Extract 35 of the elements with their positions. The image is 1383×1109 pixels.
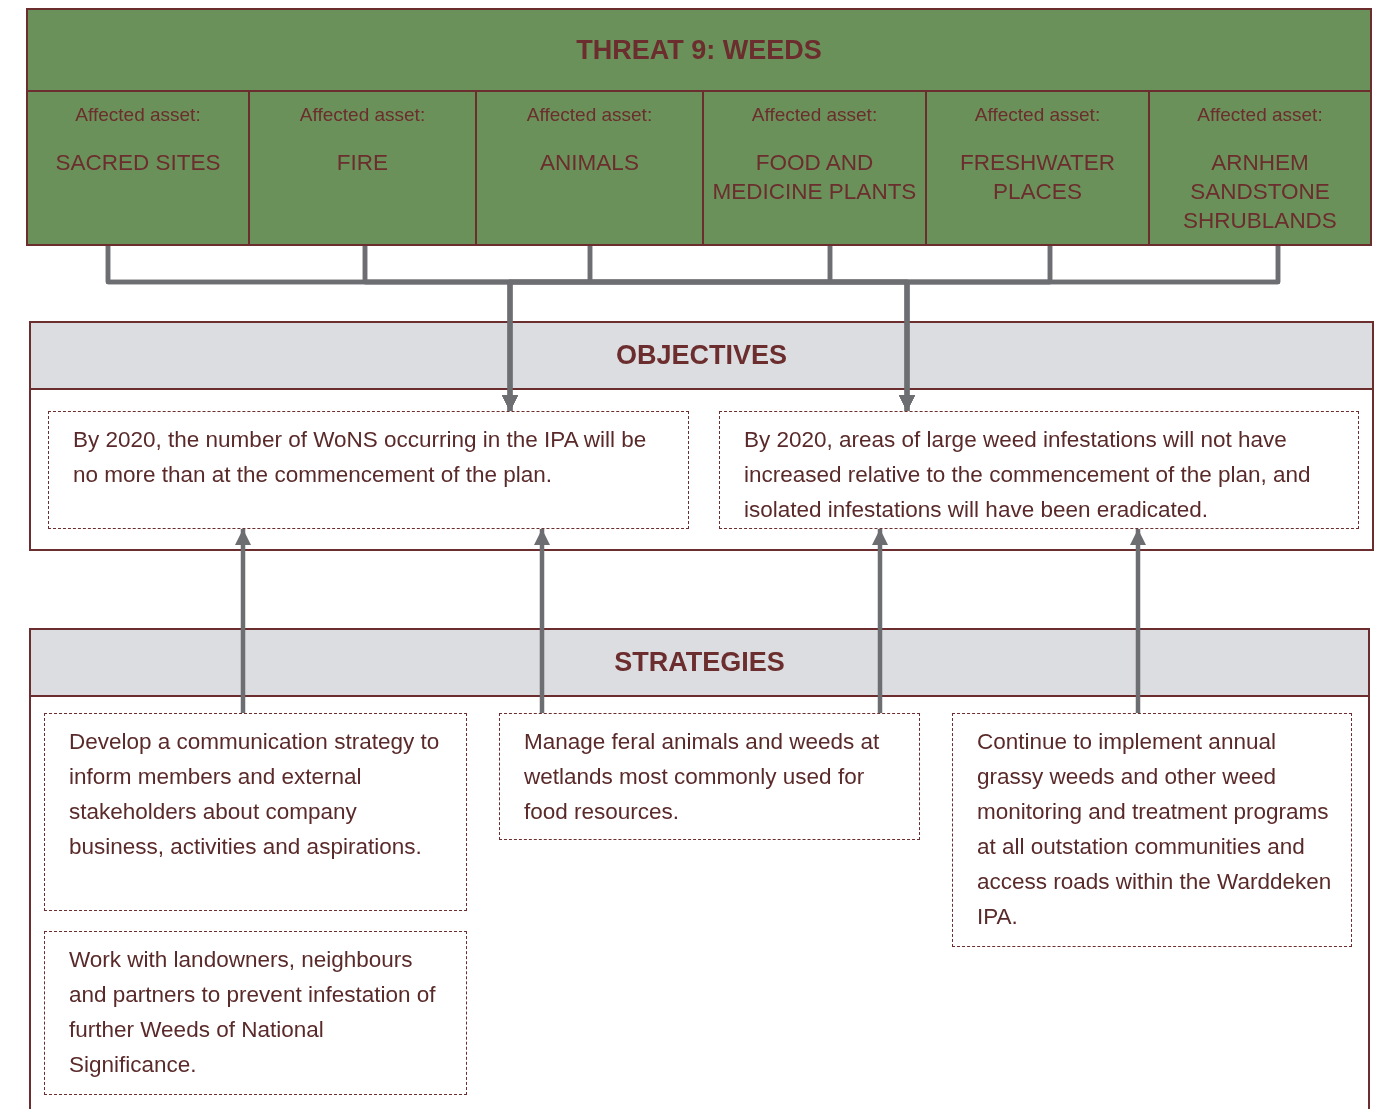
arrow <box>899 246 1281 411</box>
box-text: By 2020, areas of large weed infestations will not have increased relative to the commencement of the plan, and isolated infestations will have been eradicated. <box>744 427 1311 522</box>
dashed-text-box <box>952 713 1352 947</box>
dashed-text-box <box>48 411 689 529</box>
section-panel <box>29 628 1370 1109</box>
asset-label: Affected asset: <box>525 104 654 126</box>
asset-name: FOOD AND MEDICINE PLANTS <box>711 149 918 206</box>
asset-label: Affected asset: <box>298 104 427 126</box>
arrow <box>235 529 251 713</box>
threat-panel <box>26 8 1372 246</box>
asset-name: ARNHEM SANDSTONE SHRUBLANDS <box>1182 149 1338 235</box>
asset-name: ANIMALS <box>539 149 640 177</box>
asset-label: Affected asset: <box>750 104 879 126</box>
asset-name: FIRE <box>335 149 390 177</box>
box-text: By 2020, the number of WoNS occurring in the IPA will be no more than at the commencement of the plan. <box>73 427 647 487</box>
box-text: Develop a communication strategy to inform members and external stakeholders about company business, activities and aspirations. <box>69 729 440 859</box>
arrow <box>872 529 888 713</box>
dashed-text-box <box>44 713 467 911</box>
box-text: Work with landowners, neighbours and partners to prevent infestation of further Weeds of National Significance. <box>69 947 436 1077</box>
section-panel <box>29 321 1374 551</box>
arrow <box>1130 529 1146 713</box>
asset-label: Affected asset: <box>973 104 1102 126</box>
asset-name: FRESHWATER PLACES <box>959 149 1116 206</box>
panel-heading: OBJECTIVES <box>31 323 1372 390</box>
arrow <box>534 529 550 713</box>
box-text: Manage feral animals and weeds at wetlands most commonly used for food resources. <box>524 729 880 824</box>
dashed-text-box <box>499 713 920 840</box>
dashed-text-box <box>44 931 467 1095</box>
box-text: Continue to implement annual grassy weeds and other weed monitoring and treatment programs at all outstation communities and access roads within the Warddeken IPA. <box>977 729 1332 929</box>
asset-name: SACRED SITES <box>54 149 222 177</box>
panel-heading: STRATEGIES <box>31 630 1368 697</box>
panel-heading: THREAT 9: WEEDS <box>28 10 1370 92</box>
dashed-text-box <box>719 411 1359 529</box>
asset-label: Affected asset: <box>74 104 202 126</box>
asset-label: Affected asset: <box>1196 104 1324 126</box>
